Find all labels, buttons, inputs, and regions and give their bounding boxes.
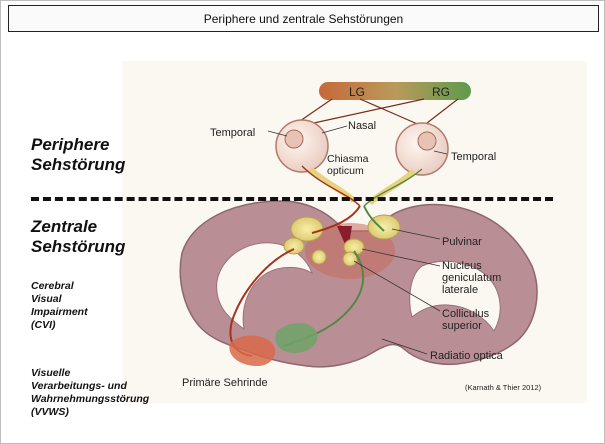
label-ngl-3: laterale [442, 284, 478, 296]
label-ngl-2: geniculatum [442, 272, 501, 284]
label-nasal: Nasal [348, 120, 376, 132]
heading-zentrale-1: Zentrale [31, 217, 97, 237]
field-label-lg: LG [349, 85, 365, 99]
vvws-line-1: Visuelle [31, 367, 70, 381]
cvi-line-4: (CVI) [31, 319, 56, 333]
left-eye [276, 120, 328, 172]
citation: (Karnath & Thier 2012) [465, 383, 541, 392]
vvws-line-2: Verarbeitungs- und [31, 380, 127, 394]
label-ngl-1: Nucleus [442, 260, 482, 272]
right-eye [396, 123, 448, 175]
label-chiasma-1: Chiasma [327, 153, 369, 165]
field-projection-lines [300, 99, 458, 126]
slide-title: Periphere und zentrale Sehstörungen [8, 5, 599, 32]
field-label-rg: RG [432, 85, 450, 99]
cvi-line-3: Impairment [31, 306, 88, 320]
cvi-line-1: Cerebral [31, 280, 74, 294]
visual-pathway-diagram: LG RG [122, 61, 587, 403]
label-chiasma-2: opticum [327, 165, 364, 177]
label-colliculus-2: superior [442, 320, 482, 332]
label-radiatio: Radiatio optica [430, 350, 504, 362]
label-pulvinar: Pulvinar [442, 236, 482, 248]
visual-pathway-figure: LG RG [122, 61, 587, 403]
heading-periphere-2: Sehstörung [31, 155, 125, 175]
heading-zentrale-2: Sehstörung [31, 237, 125, 257]
left-pulvinar-nucleus [291, 217, 323, 241]
visual-cortex-left [229, 336, 275, 367]
label-temporal-right: Temporal [451, 151, 496, 163]
label-temporal-left: Temporal [210, 127, 255, 139]
label-sehrinde: Primäre Sehrinde [182, 377, 268, 389]
label-colliculus-1: Colliculus [442, 308, 490, 320]
heading-periphere-1: Periphere [31, 135, 109, 155]
section-divider [31, 197, 553, 201]
vvws-line-4: (VVWS) [31, 406, 69, 420]
right-colliculus [343, 252, 357, 266]
cvi-line-2: Visual [31, 293, 62, 307]
left-colliculus [312, 250, 326, 264]
vvws-line-3: Wahrnehmungsstörung [31, 393, 149, 407]
